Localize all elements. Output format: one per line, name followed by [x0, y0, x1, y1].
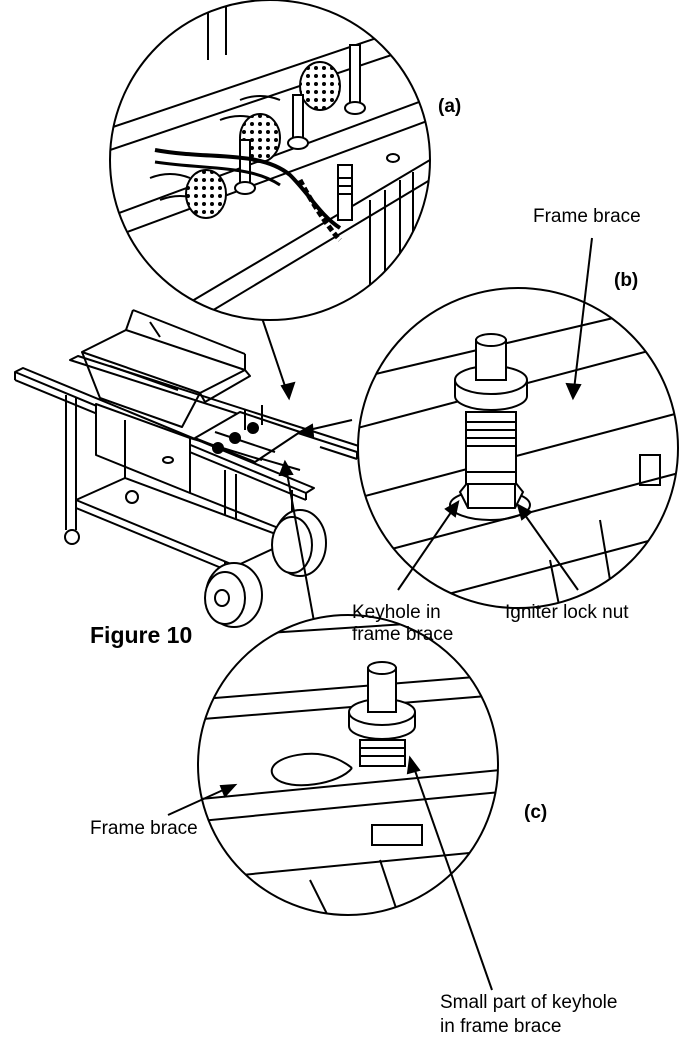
- igniter-lock-nut-label: Igniter lock nut: [505, 602, 629, 623]
- frame-brace-label-b: Frame brace: [533, 206, 641, 227]
- detail-c-keyhole: [167, 614, 499, 991]
- grill-cart: [14, 309, 366, 628]
- small-part-label-line1: Small part of keyhole: [440, 992, 618, 1013]
- detail-a-burner-tubes: [109, 0, 431, 321]
- detail-b-igniter-lock-nut: [357, 237, 679, 609]
- frame-brace-label-c: Frame brace: [90, 818, 198, 839]
- keyhole-label-line2: frame brace: [352, 624, 454, 645]
- callout-a-tag: (a): [438, 96, 462, 117]
- callout-c-tag: (c): [524, 802, 548, 823]
- callout-b-tag: (b): [614, 270, 639, 291]
- keyhole-label-line1: Keyhole in: [352, 602, 441, 623]
- small-part-label-line2: in frame brace: [440, 1016, 562, 1037]
- figure-title: Figure 10: [90, 622, 193, 648]
